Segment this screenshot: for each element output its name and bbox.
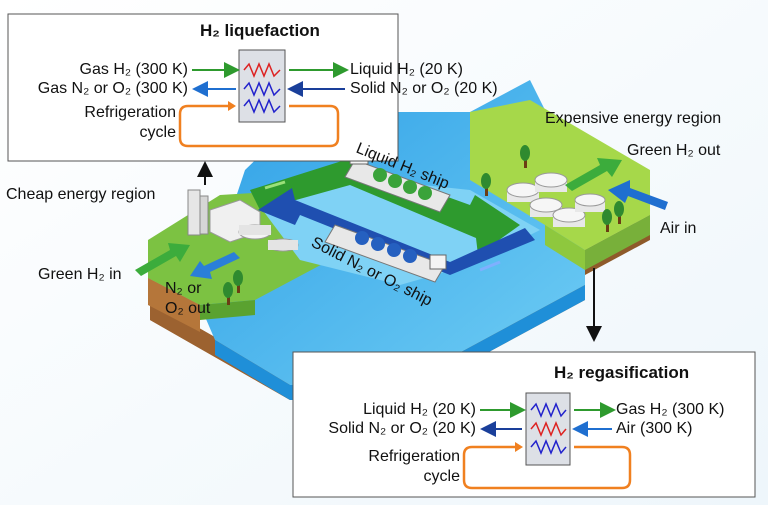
liquefaction-plant <box>187 189 299 252</box>
air-in-label: Air in <box>660 220 697 237</box>
n2-o2-out-arrow <box>190 252 240 279</box>
cheap-energy-region-label: Cheap energy region <box>6 186 156 203</box>
green-h2-out-label: Green H₂ out <box>627 142 721 159</box>
regasification-solid-n2o2-label: Solid N₂ or O₂ (20 K) <box>328 420 476 437</box>
liquefaction-solid-n2o2-label: Solid N₂ or O₂ (20 K) <box>350 80 498 97</box>
green-h2-out-arrow <box>565 158 622 191</box>
trees-right <box>481 145 624 232</box>
o2-out-label: O₂ out <box>165 300 211 317</box>
liquefaction-cycle-label: cycle <box>139 124 176 141</box>
liquid-h2-route-arrow <box>250 160 520 255</box>
liquefaction-liquid-h2-label: Liquid H₂ (20 K) <box>350 61 463 78</box>
green-h2-in-arrow <box>135 243 190 276</box>
regasification-liquid-h2-label: Liquid H₂ (20 K) <box>363 401 476 418</box>
regasification-air-label: Air (300 K) <box>616 420 693 437</box>
expensive-energy-region-label: Expensive energy region <box>545 110 722 127</box>
liquefaction-gas-h2-label: Gas H₂ (300 K) <box>79 61 188 78</box>
regasification-gas-h2-label: Gas H₂ (300 K) <box>616 401 725 418</box>
regasification-panel <box>292 351 756 498</box>
regasification-refrigeration-label: Refrigeration <box>368 448 460 465</box>
regasification-cycle-label: cycle <box>423 468 460 485</box>
liquefaction-title: H₂ liquefaction <box>200 21 320 40</box>
solid-n2o2-ship <box>324 224 447 283</box>
liquefaction-refrigeration-label: Refrigeration <box>84 104 176 121</box>
regasification-title: H₂ regasification <box>554 363 690 382</box>
n2-or-label: N₂ or <box>165 280 202 297</box>
regasification-plant <box>506 172 606 227</box>
liquefaction-gas-n2o2-label: Gas N₂ or O₂ (300 K) <box>37 80 188 97</box>
solid-n2o2-route-arrow <box>258 188 535 275</box>
green-h2-in-label: Green H₂ in <box>38 266 122 283</box>
trees-left <box>223 270 243 305</box>
air-in-arrow <box>608 180 668 210</box>
liquefaction-panel <box>7 13 399 162</box>
